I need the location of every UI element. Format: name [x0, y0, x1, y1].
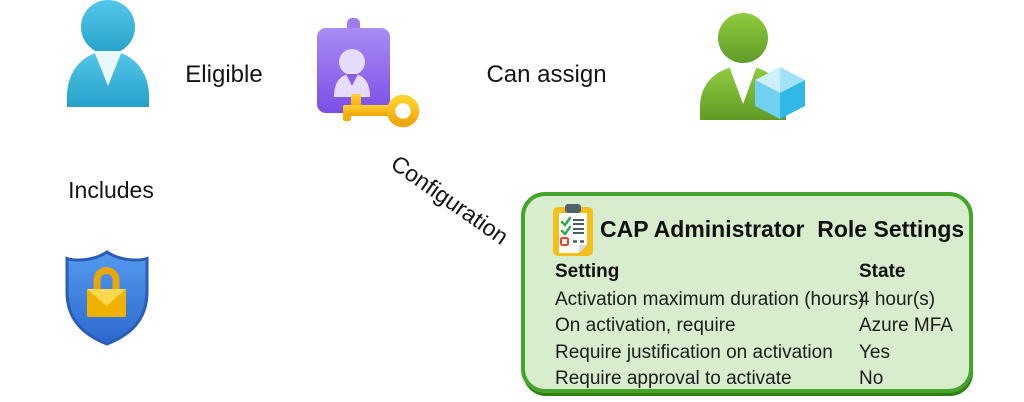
eligible-label: Eligible — [184, 53, 264, 97]
header-setting: Setting — [555, 261, 620, 282]
settings-table-header: Setting State — [555, 261, 961, 283]
row-setting: On activation, require — [555, 315, 736, 336]
row-state: No — [859, 368, 884, 389]
row-setting: Activation maximum duration (hours) — [555, 289, 865, 310]
includes-label: Includes — [57, 177, 165, 203]
eligible-label-text: Eligible — [185, 61, 263, 88]
role-settings-panel: CAP Administrator Role Settings Setting … — [521, 192, 973, 393]
blue-user-icon — [60, 0, 156, 107]
row-state: Azure MFA — [859, 315, 953, 336]
row-state: Yes — [859, 342, 890, 363]
header-state: State — [859, 261, 906, 282]
configuration-label-text: Configuration — [386, 149, 514, 250]
row-state: 4 hour(s) — [859, 289, 936, 310]
shield-with-lock-icon — [63, 247, 151, 348]
includes-label-text: Includes — [68, 176, 154, 203]
panel-title: CAP Administrator Role Settings — [600, 216, 965, 242]
green-user-with-resource-cube-icon — [696, 8, 808, 120]
can-assign-label: Can assign — [486, 53, 607, 97]
id-badge-with-key-icon — [313, 14, 425, 132]
settings-table-row: Require approval to activate No — [555, 368, 961, 390]
clipboard-checklist-icon — [553, 204, 593, 256]
settings-table-row: On activation, require Azure MFA — [555, 315, 961, 337]
can-assign-label-text: Can assign — [486, 61, 607, 88]
configuration-label: Configuration — [372, 139, 527, 261]
settings-table-row: Require justification on activation Yes — [555, 342, 961, 364]
row-setting: Require justification on activation — [555, 342, 833, 363]
settings-table-row: Activation maximum duration (hours) 4 ho… — [555, 289, 961, 311]
row-setting: Require approval to activate — [555, 368, 792, 389]
